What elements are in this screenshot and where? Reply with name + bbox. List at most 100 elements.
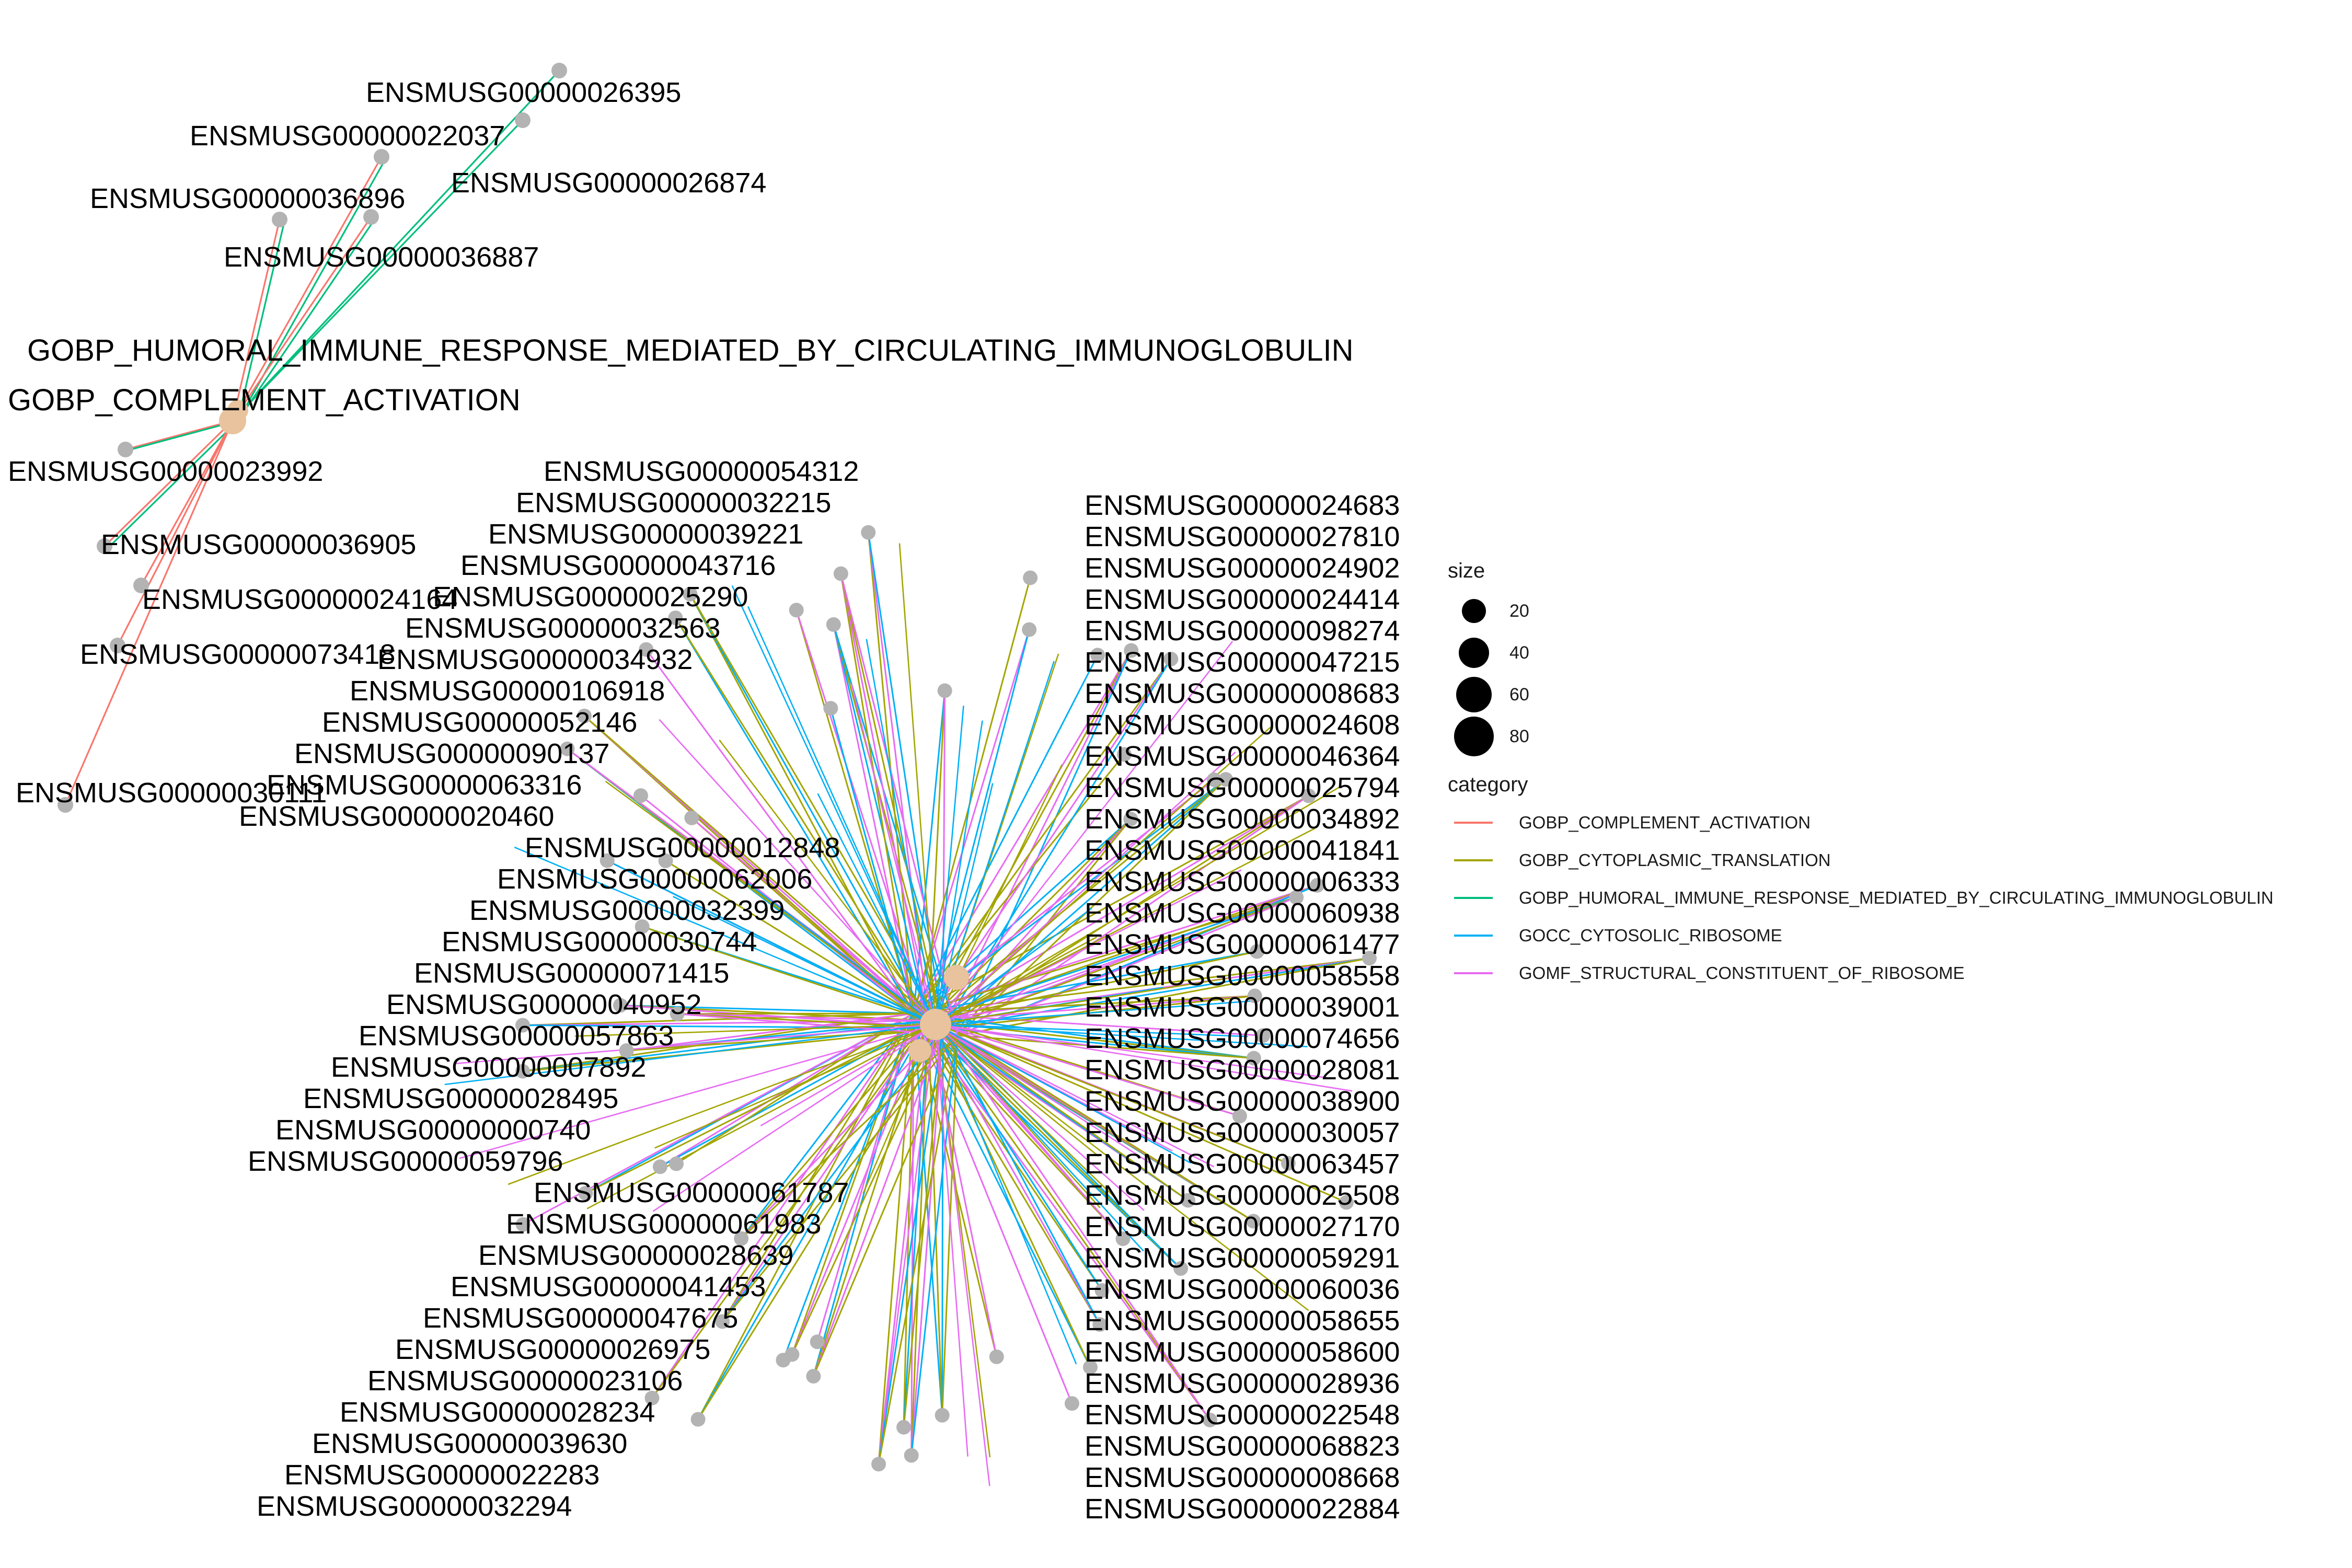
gene-node [578,1185,593,1201]
gene-label: ENSMUSG00000060938 [1085,897,1400,929]
edge-line [866,639,937,1025]
category-color-line [1454,822,1493,824]
gene-label: ENSMUSG00000026975 [395,1334,710,1365]
gene-label: ENSMUSG00000032399 [469,895,785,926]
gene-node [272,212,287,227]
gene-label: ENSMUSG00000047675 [423,1302,738,1334]
gene-label: ENSMUSG00000058558 [1085,960,1400,991]
gene-label: ENSMUSG00000061787 [534,1177,849,1208]
gene-node [904,1448,919,1463]
edge-line [791,1028,944,1355]
edge-line [812,1028,944,1377]
edge-line [927,1020,943,1415]
edge-line [913,1012,1254,1059]
size-legend-item: 60 [1448,674,2347,716]
edge-line [957,1034,1254,1222]
gene-node [118,442,133,457]
edge-line [840,573,915,1014]
edge-line [673,896,936,1025]
gene-label: ENSMUSG00000024414 [1085,584,1400,615]
edge-line [942,650,1132,1029]
gene-node [374,149,389,165]
edge-line [791,1013,915,1355]
edge-line [654,1023,936,1149]
gene-node [515,112,531,128]
edge-line [935,1023,1099,1157]
gene-label: ENSMUSG00000022884 [1085,1493,1400,1525]
gene-label: ENSMUSG00000090137 [294,738,609,769]
edge-line [850,683,937,1025]
gene-node [635,919,650,934]
gene-node [1281,1156,1296,1171]
gene-label: ENSMUSG00000032215 [516,487,831,518]
gene-node [1362,951,1377,966]
edge-line [910,1028,944,1456]
size-legend-label: 60 [1509,684,1529,705]
gene-label: ENSMUSG00000062006 [497,863,812,895]
gene-label: ENSMUSG00000008683 [1085,678,1400,709]
size-legend-title: size [1448,559,1485,582]
category-color-line [1454,897,1493,899]
gene-label: ENSMUSG00000030744 [442,926,757,958]
category-legend-label: GOCC_CYTOSOLIC_RIBOSOME [1519,926,1782,945]
gene-label: ENSMUSG00000059796 [248,1146,563,1177]
gene-label: ENSMUSG00000008668 [1085,1462,1400,1493]
edge-line [883,1024,937,1420]
gene-node [734,1231,749,1246]
edge-line [237,216,377,421]
edge-line [740,1020,929,1239]
gene-label: ENSMUSG00000024164 [142,584,457,615]
gene-node [110,638,125,653]
edge-line [689,594,915,1014]
gene-node [1115,1231,1131,1247]
edge-line [941,1035,959,1415]
gene-node [1180,1193,1195,1208]
edge-line [697,1028,944,1420]
edge-line [677,1012,914,1015]
edge-line [840,573,944,1029]
gene-node [1202,1412,1217,1427]
edge-line [522,1012,914,1027]
category-node [920,1009,951,1040]
edge-line [913,629,1030,1014]
size-dot-icon [1456,677,1492,712]
edge-line [642,926,929,1022]
gene-label: ENSMUSG00000036896 [90,183,405,214]
edge-line [935,1023,1309,1311]
edge-line [935,942,1165,1025]
edge-line [910,1035,959,1456]
gene-label: ENSMUSG00000039630 [312,1428,627,1459]
gene-node [577,708,592,723]
gene-label: ENSMUSG00000028234 [340,1397,655,1428]
category-color-line [1454,935,1493,937]
edge-line [689,593,929,1021]
gene-node [1064,1396,1079,1411]
edge-line [574,1023,936,1037]
gene-label: ENSMUSG00000057863 [359,1020,674,1052]
edge-line [585,1020,929,1194]
edge-line [840,573,959,1036]
gene-node [823,701,838,716]
gene-label: ENSMUSG00000030057 [1085,1117,1400,1148]
gene-node [1249,944,1264,959]
gene-node [861,525,876,540]
edge-line [935,661,1055,1025]
edge-line [935,907,1092,1025]
gene-node [560,741,575,756]
edge-line [935,1023,1353,1092]
size-legend-label: 80 [1509,726,1529,746]
gene-label: ENSMUSG00000032294 [257,1491,572,1522]
gene-label: ENSMUSG00000047215 [1085,647,1400,678]
gene-label: ENSMUSG00000039221 [488,518,803,550]
gene-label: ENSMUSG00000059291 [1085,1242,1400,1274]
edge-line [232,119,524,422]
gene-label: ENSMUSG00000007892 [331,1052,646,1083]
gene-label: ENSMUSG00000024683 [1085,490,1400,521]
gene-label: ENSMUSG00000040952 [386,989,701,1020]
edge-line [935,1024,1145,1211]
gene-node [599,853,615,868]
gene-node [1247,988,1262,1004]
gene-label: ENSMUSG00000028936 [1085,1368,1400,1399]
edge-line [795,609,929,1021]
edge-line [103,420,234,547]
